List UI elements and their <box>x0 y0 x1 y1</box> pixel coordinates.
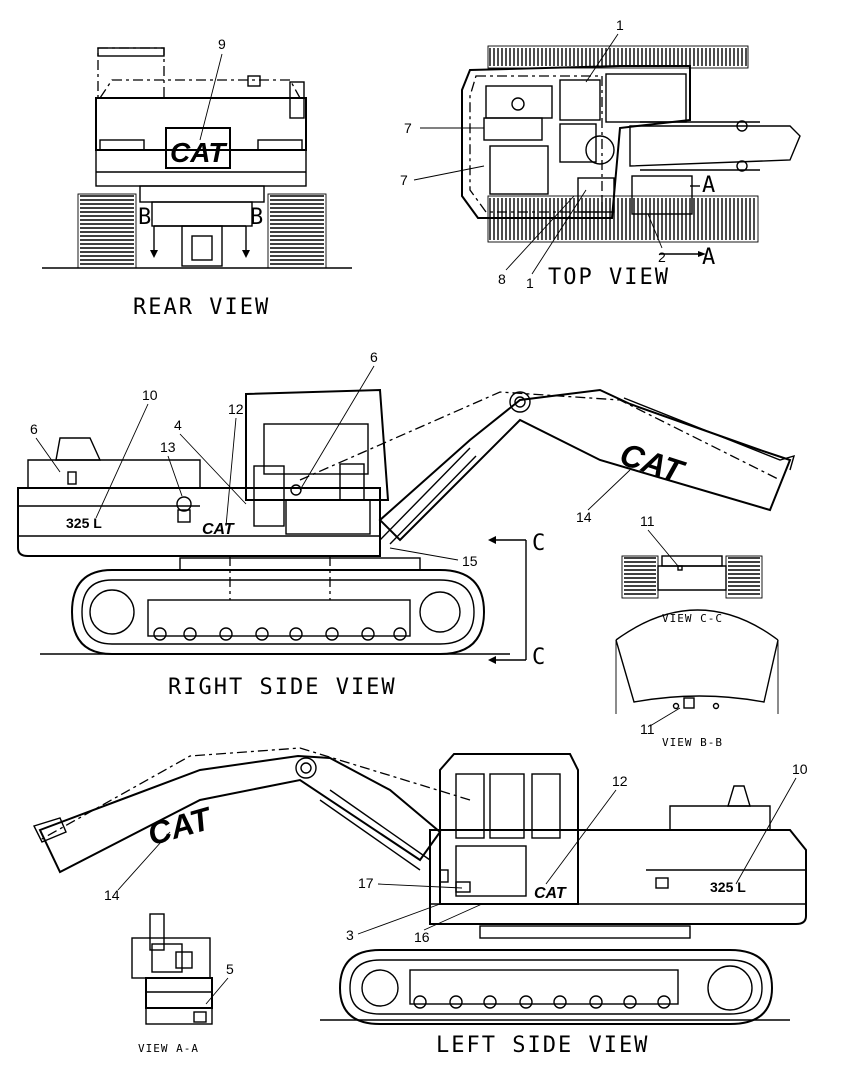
callout-right-13: 13 <box>160 439 176 455</box>
callout-left-10: 10 <box>792 761 808 777</box>
section-letter-a-bottom: A <box>702 245 717 270</box>
view-bb: 11 VIEW B-B <box>615 609 779 749</box>
callout-top-7a: 7 <box>404 120 412 136</box>
callout-top-8: 8 <box>498 271 506 287</box>
right-boom-brand-text: CAT <box>616 436 690 491</box>
callout-left-12: 12 <box>612 773 628 789</box>
view-aa-label: VIEW A-A <box>138 1042 199 1055</box>
left-boom-brand-text: CAT <box>144 800 217 853</box>
callout-top-2: 2 <box>658 249 666 265</box>
left-side-view-label: LEFT SIDE VIEW <box>436 1033 649 1058</box>
rear-view-label: REAR VIEW <box>133 295 270 320</box>
section-letter-c-bottom: C <box>532 645 547 670</box>
view-cc: 11 VIEW C-C <box>621 513 763 625</box>
callout-rear-9: 9 <box>218 36 226 52</box>
left-side-brand-text: CAT <box>534 885 567 902</box>
callout-right-4: 4 <box>174 417 182 433</box>
section-letter-b-right: B <box>250 205 265 230</box>
section-letter-c-top: C <box>532 531 547 556</box>
callout-top-1a: 1 <box>616 17 624 33</box>
callout-bb-11: 11 <box>640 721 655 737</box>
callout-left-16: 16 <box>414 929 430 945</box>
callout-left-14: 14 <box>104 887 120 903</box>
callout-right-6a: 6 <box>30 421 38 437</box>
view-aa: 5 VIEW A-A <box>131 913 234 1055</box>
top-view: A A 1 7 7 8 1 2 TOP VIEW <box>400 17 801 291</box>
view-bb-label: VIEW B-B <box>662 736 723 749</box>
callout-left-17: 17 <box>358 875 374 891</box>
left-side-model-text: 325 L <box>710 879 746 895</box>
top-view-label: TOP VIEW <box>548 265 670 290</box>
right-side-view: CAT 325 L CAT C C 6 10 4 12 6 13 14 <box>17 349 796 700</box>
callout-aa-5: 5 <box>226 961 234 977</box>
rear-brand-text: CAT <box>170 137 228 168</box>
callout-cc-11: 11 <box>640 513 655 529</box>
section-letter-a-top: A <box>702 173 717 198</box>
left-side-view: CAT 325 L CAT 12 10 17 14 3 16 LEFT SIDE… <box>33 747 808 1058</box>
callout-right-15: 15 <box>462 553 478 569</box>
view-cc-label: VIEW C-C <box>662 612 723 625</box>
right-side-view-label: RIGHT SIDE VIEW <box>168 675 397 700</box>
rear-view: CAT B B 9 REAR VIEW <box>42 36 352 320</box>
section-letter-b-left: B <box>138 205 153 230</box>
callout-right-6b: 6 <box>370 349 378 365</box>
callout-top-7b: 7 <box>400 172 408 188</box>
callout-right-10: 10 <box>142 387 158 403</box>
right-side-brand-text: CAT <box>202 521 235 538</box>
right-side-model-text: 325 L <box>66 515 102 531</box>
callout-right-14: 14 <box>576 509 592 525</box>
callout-left-3: 3 <box>346 927 354 943</box>
callout-top-1b: 1 <box>526 275 534 291</box>
callout-right-12: 12 <box>228 401 244 417</box>
